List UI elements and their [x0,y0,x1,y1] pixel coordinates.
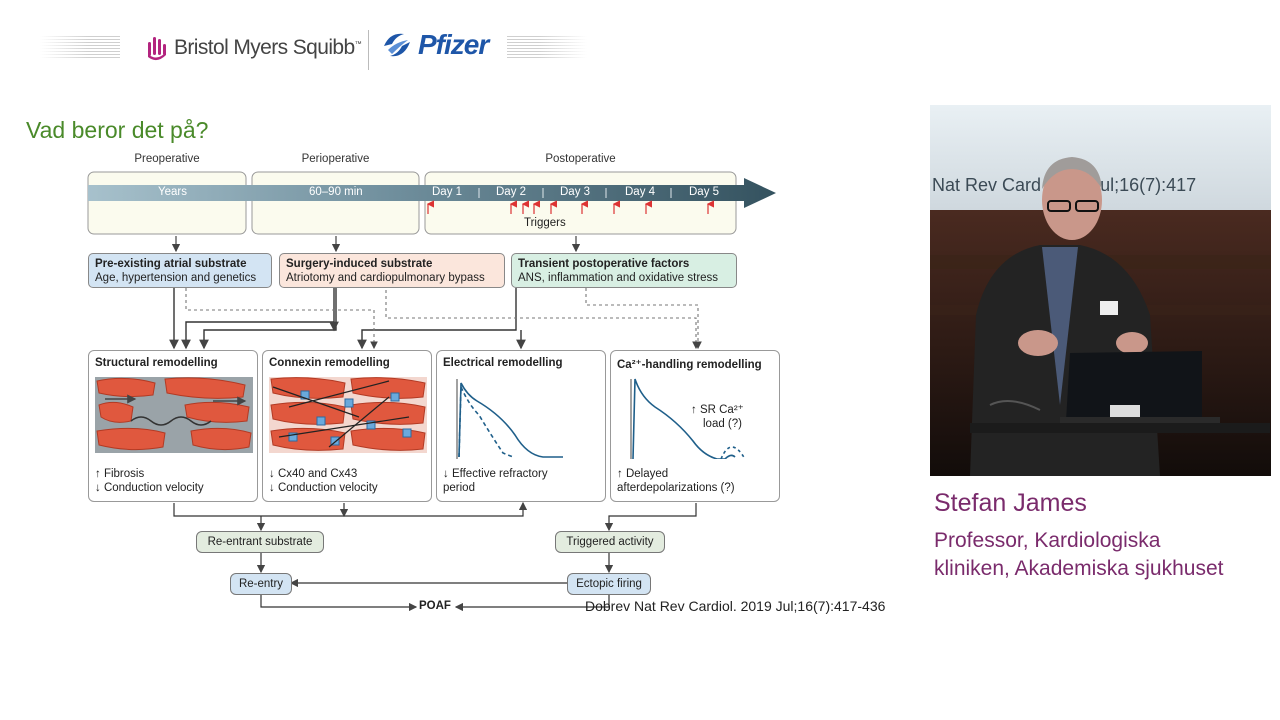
connexin-illustration [269,377,427,453]
panel-note: ↑ Delayed afterdepolarizations (?) [617,468,735,494]
speaker-role: Professor, Kardiologiska kliniken, Akade… [934,529,1224,580]
reentrant-substrate-box: Re-entrant substrate [196,531,324,553]
panel-connexin-remodelling: Connexin remodelling ↓ Cx40 a [262,350,432,502]
decorative-lines-right [507,36,587,58]
timeline-day-2: Day 2 [496,186,527,198]
pfizer-logo: Pfizer [380,28,489,62]
timeline-day-3: Day 3 [560,186,591,198]
video-scene: Nat Rev Card 2019 Jul;16(7):417 [930,105,1271,476]
timeline-years: Years [158,186,187,198]
phase-postoperative: Postoperative [545,153,616,165]
speaker-video: Nat Rev Card 2019 Jul;16(7):417 [930,105,1271,476]
afterdepolarization-plot [630,378,746,459]
phase-preoperative: Preoperative [134,153,200,165]
reentry-box: Re-entry [230,573,292,595]
slide-title: Vad beror det på? [26,117,209,143]
bms-wordmark: Bristol Myers Squibb™ [174,36,362,59]
panel-note: ↓ Effective refractory period [443,468,548,494]
bms-mark-icon [148,37,166,61]
timeline-day-4: Day 4 [625,186,656,198]
trigger-arrows [426,200,714,214]
decorative-lines-left [40,36,120,58]
panel-title: Ca²⁺-handling remodelling [617,359,762,371]
timeline-day-5: Day 5 [689,186,720,198]
phase-perioperative: Perioperative [301,153,370,165]
pfizer-mark-icon [384,33,410,57]
timeline-day-1: Day 1 [432,186,463,198]
sr-calcium-inset: ↑ SR Ca²⁺load (?) [691,404,744,430]
bms-logo: Bristol Myers Squibb™ [146,34,362,62]
diagram-connectors [87,171,776,612]
panel-ca-handling-remodelling: Ca²⁺-handling remodelling ↑ SR Ca²⁺load … [610,350,780,502]
speaker-name: Stefan James [934,489,1087,517]
ectopic-firing-box: Ectopic firing [567,573,651,595]
triggers-label: Triggers [524,217,566,229]
pfizer-wordmark: Pfizer [418,29,489,60]
panel-structural-remodelling: Structural remodelling ↑ Fibrosis↓ Condu… [88,350,258,502]
timeline-arrow [88,178,776,208]
panel-title: Structural remodelling [95,357,218,369]
panel-title: Electrical remodelling [443,357,563,369]
fibrosis-illustration [95,377,253,453]
panel-electrical-remodelling: Electrical remodelling ↓ Effective refra… [436,350,606,502]
poaf-mechanism-diagram: Preoperative Perioperative Postoperative… [86,150,786,620]
phase-brackets [87,171,737,235]
panel-note: ↑ Fibrosis↓ Conduction velocity [95,468,204,494]
action-potential-plot [456,379,563,459]
panel-title: Connexin remodelling [269,357,390,369]
triggered-activity-box: Triggered activity [555,531,665,553]
logo-divider [368,30,369,70]
timeline-minutes: 60–90 min [309,186,363,198]
citation: Dobrev Nat Rev Cardiol. 2019 Jul;16(7):4… [585,598,886,614]
panel-note: ↓ Cx40 and Cx43↓ Conduction velocity [269,468,378,494]
sponsor-logo-bar: Bristol Myers Squibb™ Pfizer [0,26,620,72]
poaf-label: POAF [419,600,451,612]
